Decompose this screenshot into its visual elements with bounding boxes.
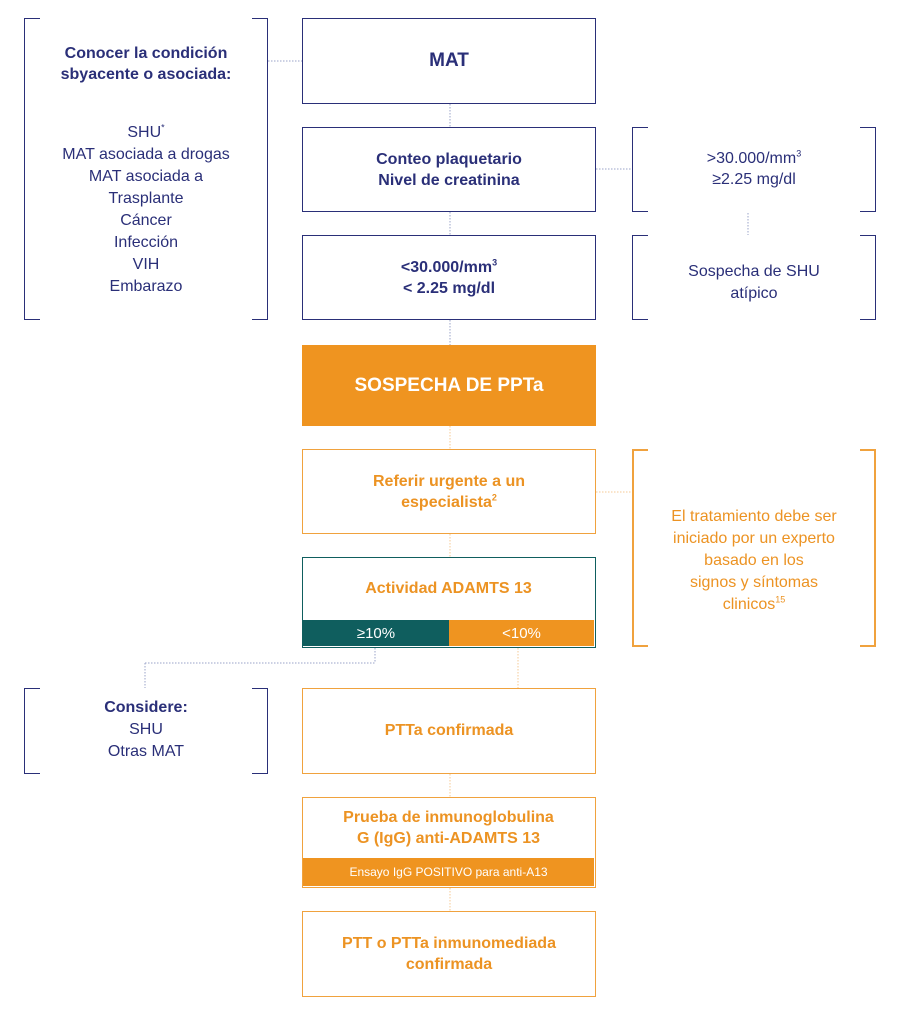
low-line1: <30.000/mm3 [400,257,498,276]
condition-item: Embarazo [109,278,183,295]
considere-bracket-left [24,688,40,774]
shu-bracket-left [632,235,648,320]
tratamiento-bracket-right [860,449,876,647]
high-bracket-right [860,127,876,212]
conditions-list: SHU* MAT asociada a drogas MAT asociada … [40,122,252,298]
condition-item: MAT asociada a drogas [62,146,230,163]
condition-item: Cáncer [120,212,172,229]
considere-item: Otras MAT [107,743,185,760]
referir-text: Referir urgente a un especialista [372,472,526,511]
considere-heading: Considere: [104,699,188,716]
high-values: >30.000/mm3 ≥2.25 mg/dl [706,148,802,188]
final-box: PTT o PTTa inmunomediada confirmada [302,911,596,997]
conditions-bracket-right [252,18,268,320]
sospecha-box: SOSPECHA DE PPTa [302,345,596,426]
ptta-title: PTTa confirmada [384,722,514,739]
condition-item: VIH [132,256,160,273]
mat-box: MAT [302,18,596,104]
adamts-left-result: ≥10% [303,620,449,646]
adamts-box: Actividad ADAMTS 13 ≥10% <10% [302,557,596,648]
prueba-box: Prueba de inmunoglobulina G (IgG) anti-A… [302,797,596,888]
prueba-footer: Ensayo IgG POSITIVO para anti-A13 [303,858,594,886]
conteo-box: Conteo plaquetario Nivel de creatinina [302,127,596,212]
condition-item: MAT asociada a [88,168,204,185]
conteo-line2: Nivel de creatinina [378,171,520,189]
condition-item: Infección [113,234,179,251]
conteo-line1: Conteo plaquetario [376,150,522,168]
mat-title: MAT [429,50,469,71]
high-bracket-left [632,127,648,212]
final-title: PTT o PTTa inmunomediada confirmada [342,935,556,973]
shu-bracket-right [860,235,876,320]
prueba-title: Prueba de inmunoglobulina G (IgG) anti-A… [343,809,554,847]
adamts-right-result: <10% [449,620,594,646]
conditions-bracket-left [24,18,40,320]
condition-item: Trasplante [108,190,184,207]
sospecha-title: SOSPECHA DE PPTa [354,374,544,396]
adamts-title: Actividad ADAMTS 13 [365,580,532,597]
ptta-box: PTTa confirmada [302,688,596,774]
considere-block: Considere: SHU Otras MAT [40,697,252,763]
conditions-heading: Conocer la condición sbyacente o asociad… [60,45,232,83]
low-box: <30.000/mm3 < 2.25 mg/dl [302,235,596,320]
tratamiento-text: El tratamiento debe ser iniciado por un … [671,508,837,613]
referir-box: Referir urgente a un especialista2 [302,449,596,534]
condition-item: SHU* [127,122,165,141]
shu-atipico-text: Sospecha de SHU atípico [688,263,820,302]
considere-bracket-right [252,688,268,774]
low-line2: < 2.25 mg/dl [402,279,496,297]
considere-item: SHU [129,721,163,738]
tratamiento-bracket-left [632,449,648,647]
